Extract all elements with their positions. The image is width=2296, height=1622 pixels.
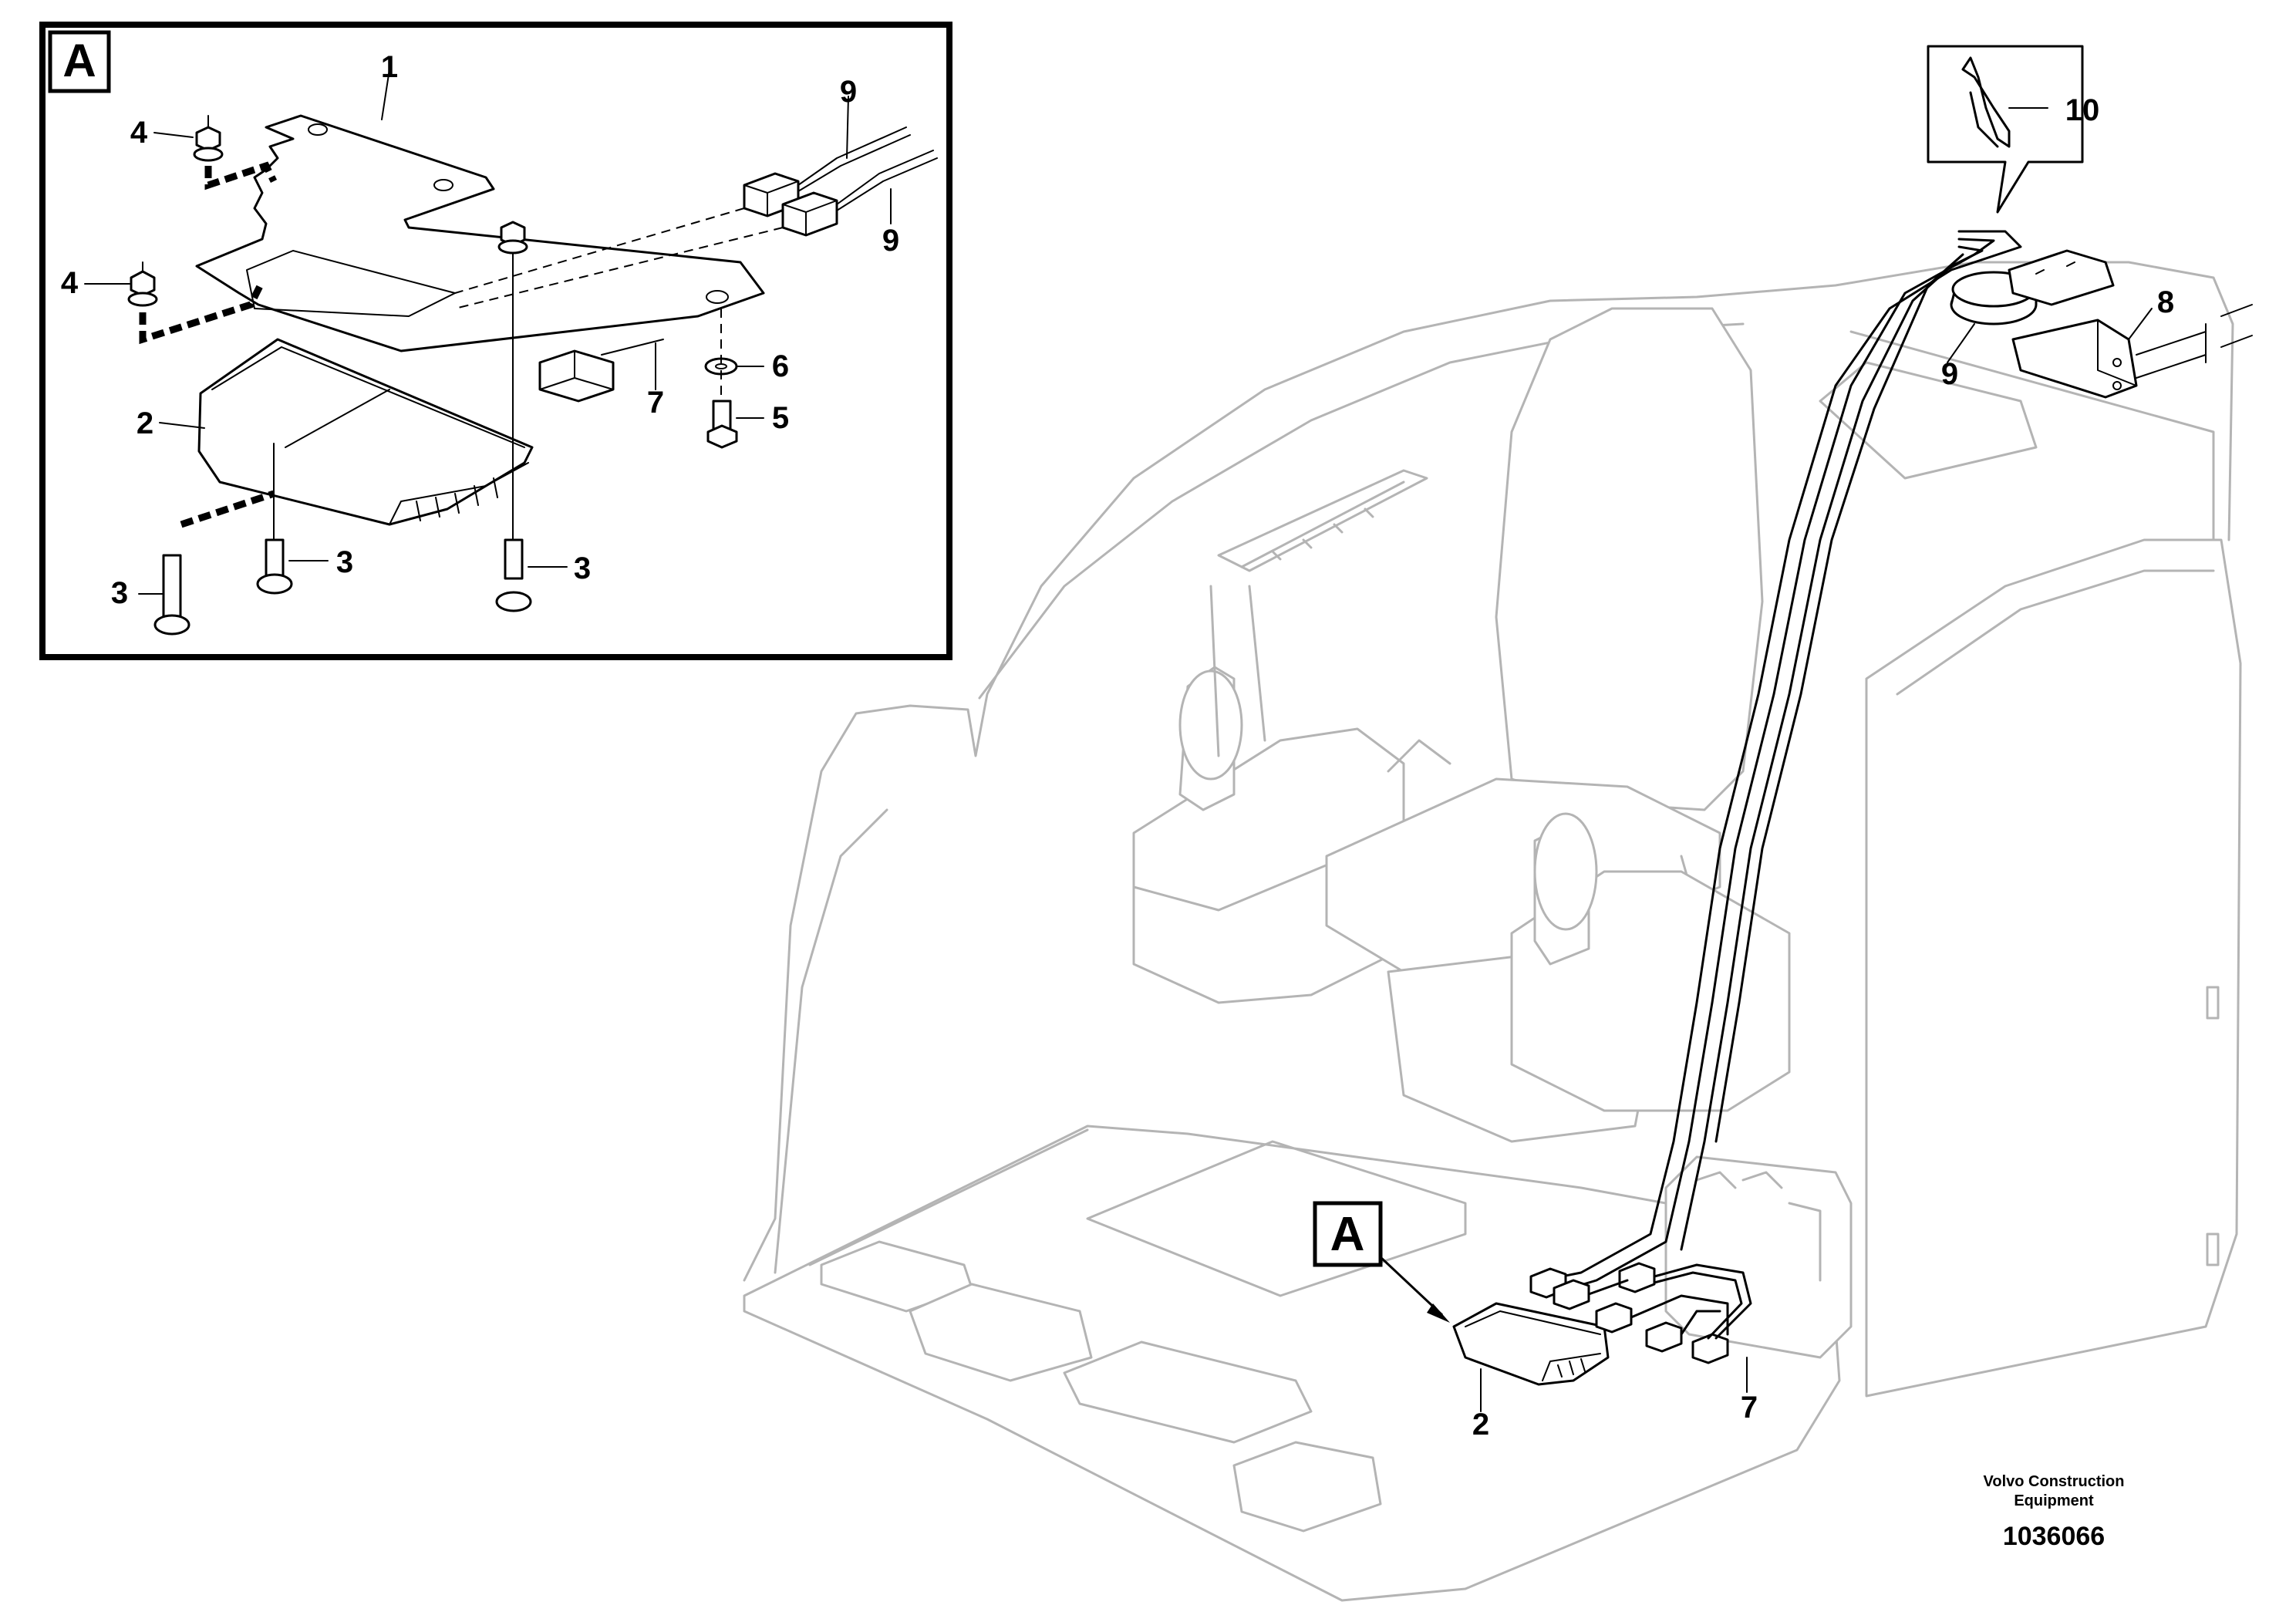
nut-right [497,221,528,255]
detail-view-a: A [39,22,952,660]
leader-main-8 [2128,308,2153,340]
callout-7: 7 [647,386,664,420]
detail-letter: A [62,35,96,86]
company-line-1: Volvo Construction [1984,1473,2125,1490]
floor-inner-line [774,808,1089,1274]
bracket-hole-3 [706,290,729,304]
cab-floor [743,1125,1841,1602]
callout-1: 1 [381,50,398,84]
antenna-dome [1950,271,2038,325]
leader-9a [846,96,849,159]
nut-mid [127,261,266,345]
screw-left [256,443,293,595]
screw-bottom [153,490,275,636]
door-hinge-1 [2206,986,2220,1020]
cab-connectors [1529,1262,1752,1364]
floor-block-2 [909,1283,1093,1382]
cab-view: A 2 7 8 9 10 [743,45,2253,1602]
cab-control-unit [1452,1302,1610,1386]
bracket-hole-2 [433,179,453,191]
bracket-plate [195,114,765,352]
nut-top [193,115,278,191]
main-callout-7: 7 [1741,1391,1758,1425]
view-a-marker-letter: A [1330,1208,1365,1261]
callout-5: 5 [772,401,789,435]
floor-block-3 [1063,1340,1313,1444]
callout-6: 6 [772,349,789,383]
main-callout-10: 10 [2065,93,2100,127]
detail-frame [39,22,952,660]
leader-2 [159,422,205,429]
callout-3b: 3 [574,551,591,585]
cab-roof-edge [1849,330,2215,541]
instrument-panel [1217,469,1428,572]
callout-4a: 4 [130,116,148,150]
leader-1 [381,69,390,120]
bolt [706,400,738,449]
callout-3a: 3 [336,545,353,579]
callout-4b: 4 [61,266,79,300]
leader-4a [153,132,194,138]
callout-2: 2 [137,406,153,440]
floor-block-4 [1232,1441,1382,1533]
floor-well [1086,1140,1467,1297]
right-wall [1865,538,2242,1398]
company-line-2: Equipment [2014,1492,2094,1509]
main-callout-8: 8 [2157,285,2174,319]
cab-rear-panel [1819,361,2038,480]
drawing-number: 1036066 [2003,1522,2105,1551]
callout-9b: 9 [882,224,899,258]
door-hinge-2 [2206,1233,2220,1266]
control-unit [197,338,534,526]
panel-pillar [1209,585,1266,757]
bracket-cutout [246,250,456,317]
bracket-hole-1 [308,123,328,136]
callout-3c: 3 [111,576,128,610]
instrument-panel-keys [1240,481,1405,568]
main-callout-9: 9 [1941,357,1958,391]
seat-back [1495,307,1764,811]
cable-tie-inset [1927,45,2084,214]
harness-connectors [454,126,938,309]
cable-harness [1541,230,2022,1293]
left-joystick-grip [1178,669,1243,781]
main-callout-2: 2 [1472,1408,1489,1442]
screw-middle [495,223,532,612]
connector-7 [538,339,664,403]
bracket-8 [2008,249,2253,399]
leader-main-9 [1947,323,1975,363]
detail-letter-box [48,30,111,93]
right-joystick-grip [1533,812,1598,931]
view-a-marker-box [1313,1201,1383,1267]
fuse-box-detail [1695,1171,1822,1282]
view-a-arrowhead [1427,1303,1450,1323]
right-wall-inner [1896,569,2215,696]
callout-9a: 9 [840,75,857,109]
